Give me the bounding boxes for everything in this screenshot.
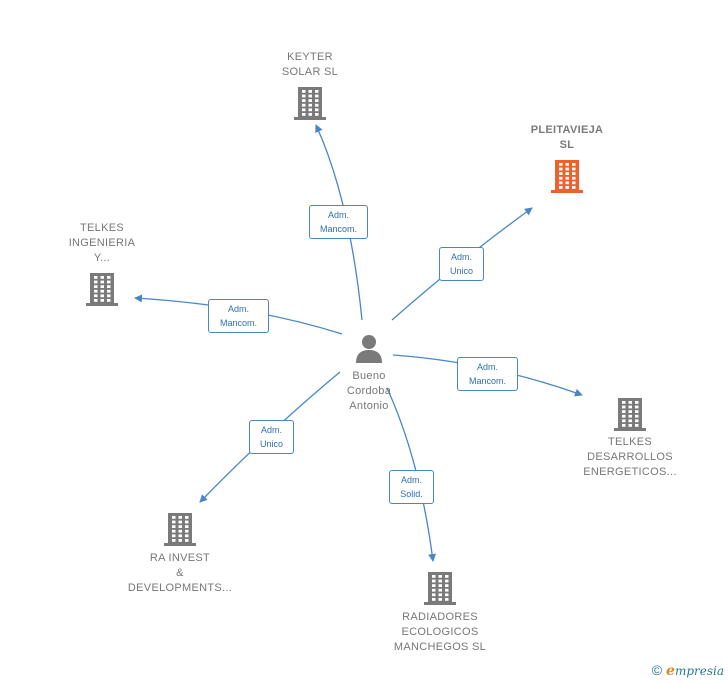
relation-label[interactable]: Adm. Solid. [389,470,434,504]
brand-logo: empresia [666,663,724,679]
relation-label[interactable]: Adm. Mancom. [457,357,518,391]
building-icon [86,273,118,306]
company-name: RA INVEST & DEVELOPMENTS... [127,552,233,594]
relation-label[interactable]: Adm. Unico [249,420,294,454]
copyright-icon: © [651,662,663,678]
company-name: TELKES DESARROLLOS ENERGETICOS... [583,436,677,478]
company-name: PLEITAVIEJA SL [530,124,604,151]
relation-label[interactable]: Adm. Mancom. [208,299,269,333]
relation-label[interactable]: Adm. Mancom. [309,205,368,239]
footer-brand: ©empresia [652,662,724,679]
company-name: RADIADORES ECOLOGICOS MANCHEGOS SL [393,611,487,653]
building-icon [164,513,196,546]
building-icon [614,398,646,431]
relation-label[interactable]: Adm. Unico [439,247,484,281]
building-icon [424,572,456,605]
person-name: Bueno Cordoba Antonio [346,370,392,412]
company-name: TELKES INGENIERIA Y... [68,222,136,264]
relation-edge [386,387,437,562]
person-icon [356,335,382,363]
building-icon [551,160,583,193]
building-icon [294,87,326,120]
company-name: KEYTER SOLAR SL [281,51,339,78]
